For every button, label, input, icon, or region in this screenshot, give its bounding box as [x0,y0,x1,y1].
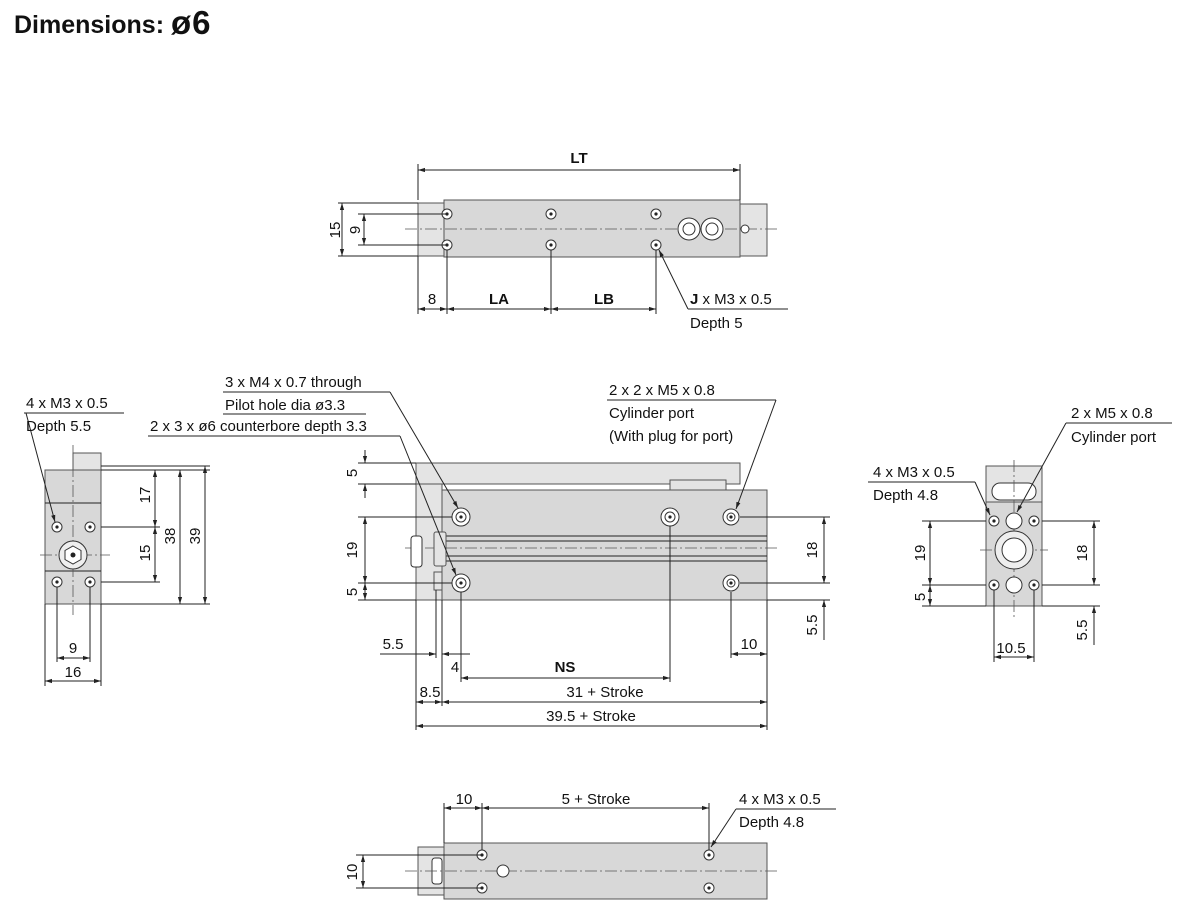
dim-left-17: 17 [137,487,154,504]
dim-front-10: 10 [741,636,758,653]
dim-top-15: 15 [327,222,344,239]
dim-lt: LT [570,150,587,167]
bottom-view-holes [476,849,715,894]
dim-bottom-5-stroke: 5 + Stroke [562,791,631,808]
front-view-holes [451,507,740,593]
right-end-view: 2 x M5 x 0.8 Cylinder port 4 x M3 x 0.5 … [868,405,1172,662]
front-view-table [415,462,741,485]
left-view-holes [51,521,96,588]
dim-la: LA [489,291,509,308]
front-view-through-note: 3 x M4 x 0.7 through [225,374,362,391]
bottom-view-hole-note: 4 x M3 x 0.5 [739,791,821,808]
dim-front-4: 4 [451,659,459,676]
dim-left-15: 15 [137,545,154,562]
front-view-port-note: 2 x 2 x M5 x 0.8 [609,382,715,399]
dim-front-18: 18 [804,542,821,559]
right-view-port-note: 2 x M5 x 0.8 [1071,405,1153,422]
dim-front-5-bottom: 5 [344,588,361,596]
dim-front-39-5-stroke: 39.5 + Stroke [546,708,636,725]
front-view: 3 x M4 x 0.7 through Pilot hole dia ø3.3… [148,374,830,730]
title-text: Dimensions: [14,11,165,39]
top-view-end-plate [417,202,445,257]
dim-right-19: 19 [912,545,929,562]
front-view-port-label: Cylinder port [609,405,695,422]
bottom-view-hole-depth: Depth 4.8 [739,814,804,831]
dim-left-38: 38 [162,528,179,545]
front-view-counterbore-note: 2 x 3 x ø6 counterbore depth 3.3 [150,418,367,435]
dim-front-5-5-left: 5.5 [383,636,404,653]
left-view-note: 4 x M3 x 0.5 [26,395,108,412]
top-view-hole-depth: Depth 5 [690,315,743,332]
right-view-hole-note: 4 x M3 x 0.5 [873,464,955,481]
right-view-hole-depth: Depth 4.8 [873,487,938,504]
dim-front-31-stroke: 31 + Stroke [566,684,643,701]
dim-right-10-5: 10.5 [996,640,1025,657]
page-title: Dimensions: ø6 [14,4,212,42]
dim-ns: NS [555,659,576,676]
top-view-mounting-holes [441,208,662,251]
dim-front-19: 19 [344,542,361,559]
dim-bottom-10-left: 10 [344,864,361,881]
dim-left-9: 9 [69,640,77,657]
top-view-hole-note: J x M3 x 0.5 [690,291,772,308]
dim-front-8-5: 8.5 [420,684,441,701]
front-view-body [441,489,768,601]
bottom-view: 10 5 + Stroke 4 x M3 x 0.5 Depth 4.8 10 [344,791,836,900]
dim-bottom-10: 10 [456,791,473,808]
right-view-port-label: Cylinder port [1071,429,1157,446]
top-view-ports [677,217,750,241]
dim-left-16: 16 [65,664,82,681]
top-view: LT 15 9 8 LA LB J x M3 x 0.5 Depth 5 [327,150,788,332]
left-view-note-depth: Depth 5.5 [26,418,91,435]
dim-front-5-top: 5 [344,469,361,477]
front-view-port-plug: (With plug for port) [609,428,733,445]
right-view-holes [988,512,1040,594]
dim-right-5: 5 [912,593,929,601]
left-end-view: 4 x M3 x 0.5 Depth 5.5 17 15 38 39 9 16 [24,395,210,686]
dim-left-39: 39 [187,528,204,545]
dim-right-18: 18 [1074,545,1091,562]
dim-front-5-5-right: 5.5 [804,615,821,636]
dim-top-8: 8 [428,291,436,308]
top-view-rod-end [739,203,768,257]
front-view-pilot-note: Pilot hole dia ø3.3 [225,397,345,414]
dim-lb: LB [594,291,614,308]
dim-right-5-5: 5.5 [1074,620,1091,641]
dim-top-9: 9 [347,226,364,234]
bore-size: ø6 [170,4,212,41]
